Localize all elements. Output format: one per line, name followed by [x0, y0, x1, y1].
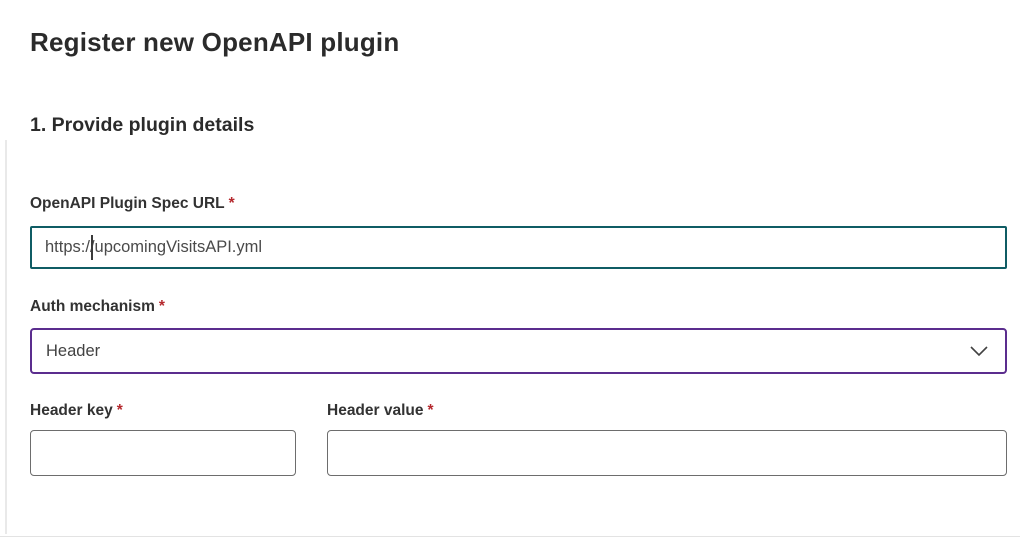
text-cursor [91, 235, 93, 260]
header-key-label: Header key* [30, 402, 296, 420]
header-key-field: Header key* [30, 402, 296, 476]
auth-mechanism-select[interactable]: Header [30, 328, 1007, 374]
section-heading-plugin-details: 1. Provide plugin details [30, 114, 255, 136]
required-asterisk: * [116, 402, 123, 419]
spec-url-input-wrap [30, 226, 1007, 269]
bottom-divider [0, 536, 1020, 537]
auth-mechanism-label: Auth mechanism* [30, 298, 1007, 316]
required-asterisk: * [228, 195, 235, 212]
header-value-label: Header value* [327, 402, 1007, 420]
scrollbar-track[interactable] [5, 140, 7, 534]
required-asterisk: * [427, 402, 434, 419]
spec-url-label-text: OpenAPI Plugin Spec URL [30, 195, 225, 212]
header-key-input[interactable] [30, 430, 296, 476]
register-plugin-form: Register new OpenAPI plugin 1. Provide p… [30, 0, 1007, 476]
header-fields-row: Header key* Header value* [30, 402, 1007, 476]
auth-mechanism-selected-value: Header [46, 341, 101, 360]
header-key-label-text: Header key [30, 402, 113, 419]
header-value-label-text: Header value [327, 402, 424, 419]
header-value-input[interactable] [327, 430, 1007, 476]
page-title: Register new OpenAPI plugin [30, 27, 400, 57]
header-value-field: Header value* [327, 402, 1007, 476]
auth-mechanism-label-text: Auth mechanism [30, 298, 155, 315]
spec-url-label: OpenAPI Plugin Spec URL* [30, 195, 1007, 213]
required-asterisk: * [158, 298, 165, 315]
chevron-down-icon [969, 345, 989, 357]
spec-url-input[interactable] [30, 226, 1007, 269]
